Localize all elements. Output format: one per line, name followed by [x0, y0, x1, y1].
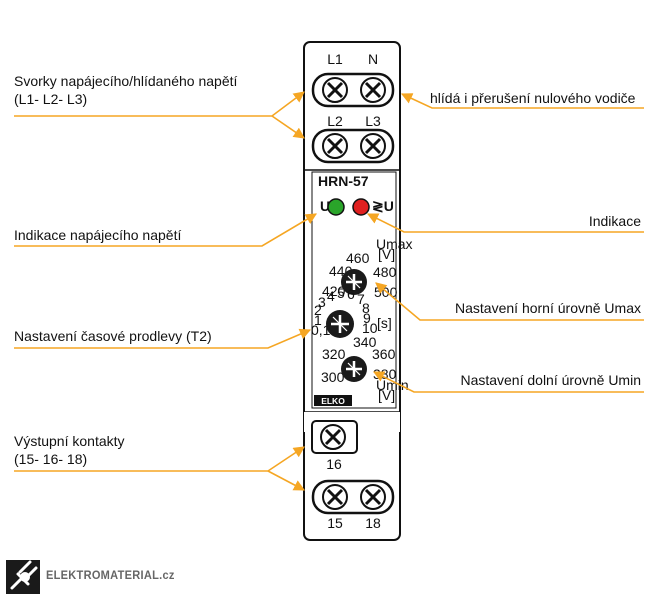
terminal-label-l1: L1 — [327, 51, 343, 67]
callout-neutral-monitor: hlídá i přerušení nulového vodiče — [430, 90, 636, 106]
time-tick: 8 — [362, 300, 370, 316]
footer-brand[interactable]: ELEKTROMATERIAL.cz — [46, 568, 175, 582]
led-label-u: ≷U — [372, 198, 394, 214]
callout-supply-terminals-list: (L1- L2- L3) — [14, 91, 87, 107]
terminal-label-18: 18 — [365, 515, 381, 531]
umax-tick: 480 — [373, 264, 397, 280]
screw-icon — [360, 133, 386, 159]
time-tick: 9 — [363, 310, 371, 326]
callout-supply-indication: Indikace napájecího napětí — [14, 227, 181, 243]
arrow-output-15-18 — [267, 470, 305, 491]
time-tick: 7 — [357, 291, 365, 307]
arrow-indication — [366, 213, 644, 233]
led-red — [352, 198, 370, 216]
callout-lines — [14, 91, 644, 491]
terminal-label-n: N — [368, 51, 378, 67]
time-tick: 1 — [314, 312, 322, 328]
umin-tick: 320 — [322, 346, 346, 362]
arrow-supply-terminals-mid — [271, 115, 305, 139]
arrow-umax — [375, 282, 644, 321]
callout-indication: Indikace — [589, 213, 641, 229]
time-tick: 6 — [347, 286, 355, 302]
time-tick: 10 — [362, 320, 378, 336]
callout-outputs: Výstupní kontakty — [14, 433, 125, 449]
terminal-label-15: 15 — [327, 515, 343, 531]
callout-umax-setting: Nastavení horní úrovně Umax — [455, 300, 641, 316]
time-tick: 5 — [337, 285, 345, 301]
screw-icon — [360, 77, 386, 103]
time-tick: 0,1 — [311, 322, 331, 338]
time-knob[interactable] — [326, 310, 354, 338]
umax-unit: [V] — [378, 246, 395, 262]
terminal-label-16: 16 — [326, 456, 342, 472]
arrow-umin — [372, 371, 644, 393]
terminal-label-l2: L2 — [327, 113, 343, 129]
umin-knob[interactable] — [341, 356, 367, 382]
terminal-label-l3: L3 — [365, 113, 381, 129]
umax-title: Umax — [376, 236, 413, 252]
umax-knob[interactable] — [341, 269, 367, 295]
screw-icon — [320, 424, 346, 450]
umin-tick: 300 — [321, 369, 345, 385]
screw-icon — [322, 484, 348, 510]
plug-logo-icon — [6, 560, 40, 594]
time-tick: 4 — [327, 288, 335, 304]
umin-unit: [V] — [378, 387, 395, 403]
arrow-neutral — [400, 93, 644, 109]
screw-icon — [322, 77, 348, 103]
arrow-delay — [14, 328, 312, 349]
elko-logo — [314, 395, 352, 406]
umin-tick: 340 — [353, 334, 377, 350]
time-tick: 3 — [318, 294, 326, 310]
time-unit: [s] — [377, 315, 392, 331]
model-label: HRN-57 — [318, 173, 369, 189]
callout-delay-setting: Nastavení časové prodlevy (T2) — [14, 328, 212, 344]
umax-tick: 420 — [322, 283, 346, 299]
arrow-supply-indication — [14, 213, 317, 247]
elko-logo-text: ELKO — [321, 396, 345, 406]
umin-tick: 360 — [372, 346, 396, 362]
umax-tick: 460 — [346, 250, 370, 266]
callout-supply-terminals: Svorky napájecího/hlídaného napětí — [14, 73, 237, 89]
time-tick: 2 — [314, 302, 322, 318]
callout-umin-setting: Nastavení dolní úrovně Umin — [460, 372, 641, 388]
callout-outputs-list: (15- 16- 18) — [14, 451, 87, 467]
screw-icon — [322, 133, 348, 159]
led-green — [327, 198, 345, 216]
screw-icon — [360, 484, 386, 510]
device: L1 N L2 L3 HRN-57 Un — [303, 41, 413, 541]
